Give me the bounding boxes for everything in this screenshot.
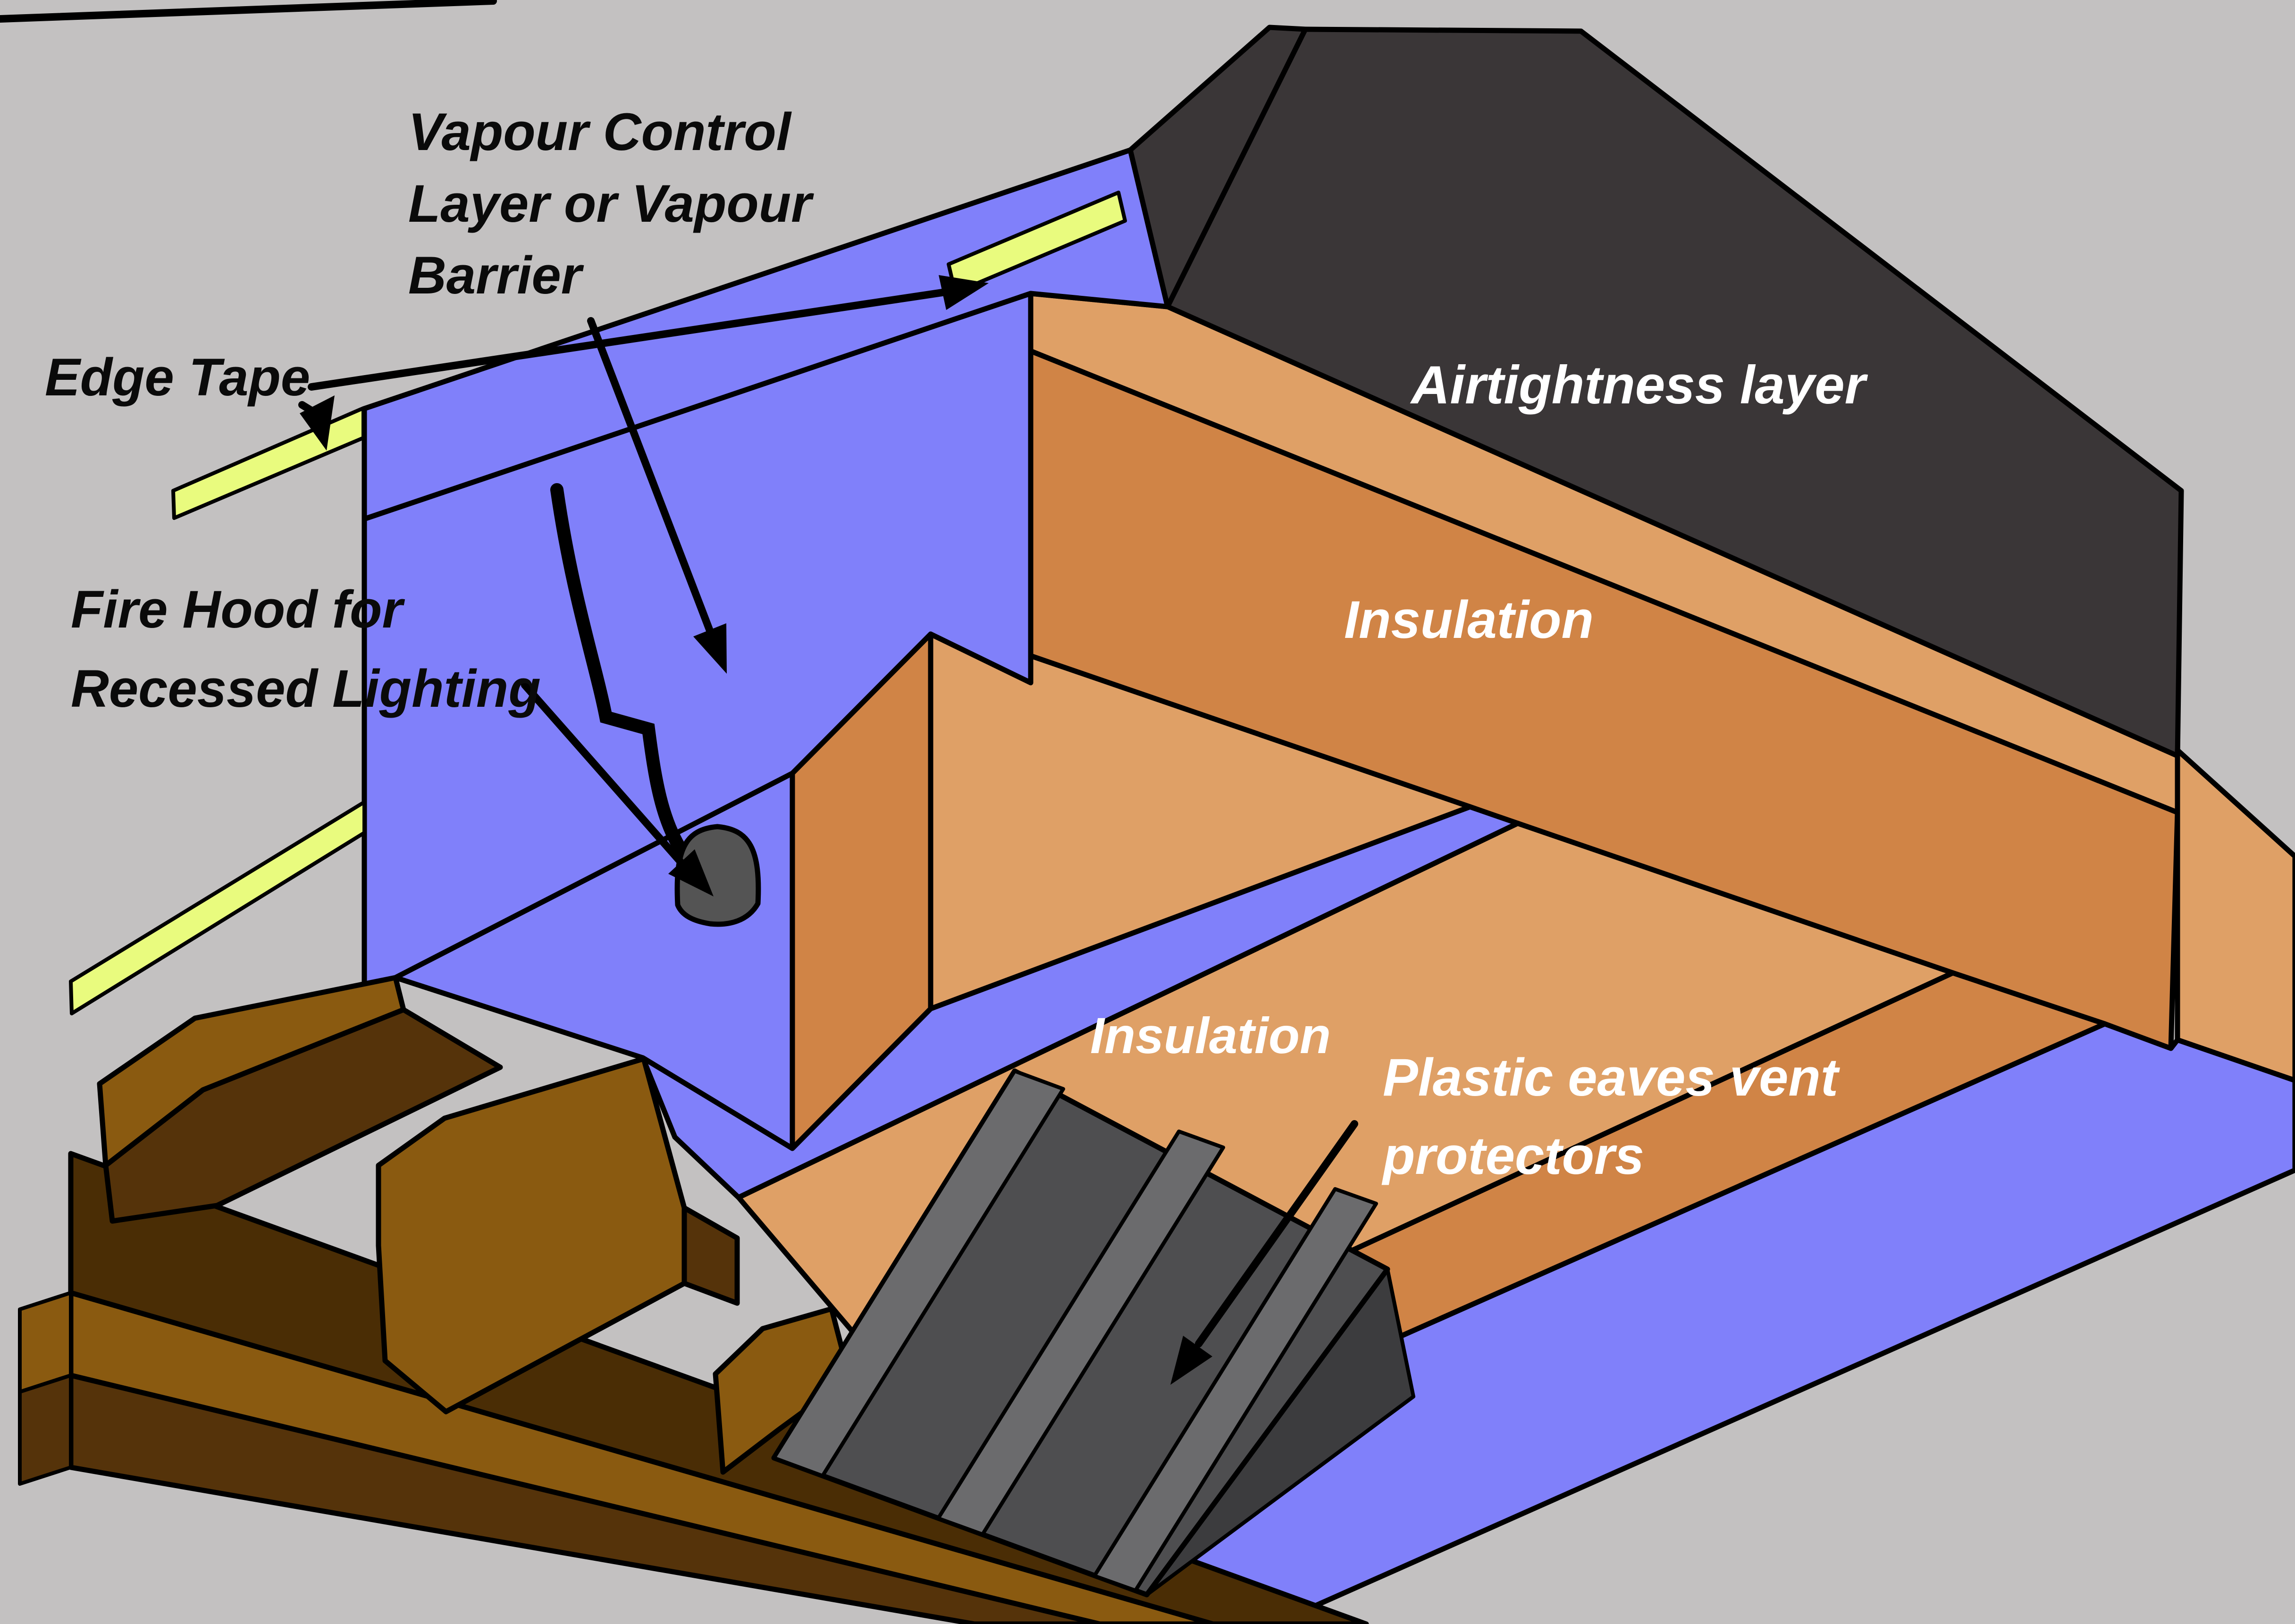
leader-eaves-vent <box>1195 1120 1358 1348</box>
arrowhead-edge-tape-short <box>300 395 335 451</box>
wall-plate-end-front <box>18 1373 73 1486</box>
fire-hood-dome <box>674 824 761 927</box>
insulation-upper-label: Insulation <box>1344 590 1594 649</box>
vent-protector-rib-2 <box>936 1130 1225 1536</box>
leader-vapour-control <box>587 317 716 642</box>
edge-tape-strip-lower <box>69 800 366 1015</box>
insulation-right-edge <box>2175 747 2295 1083</box>
arrowhead-vapour-control <box>693 623 727 674</box>
leader-edge-tape-long <box>308 288 952 391</box>
leader-fire-hood <box>521 681 689 871</box>
fire-hood-label: Fire Hood for Recessed Lighting <box>71 580 541 718</box>
arrowhead-fire-hood <box>668 849 714 896</box>
lighting-cable <box>550 483 689 859</box>
vapour-barrier-joist-strip <box>640 804 1521 1200</box>
edge-tape-label: Edge Tape <box>45 348 310 407</box>
airtightness-layer-panel <box>1165 26 2184 759</box>
insulation-lower-label: Insulation <box>1090 1007 1331 1064</box>
arrowhead-eaves-vent <box>1170 1336 1212 1385</box>
vapour-barrier-top-band <box>361 147 1170 522</box>
vent-protector-rib-1 <box>772 1069 1065 1478</box>
arrowhead-edge-tape-long <box>939 275 989 310</box>
vapour-control-label: Vapour Control Layer or Vapour Barrier <box>408 102 826 305</box>
insulation-bay-slab <box>928 631 1473 1012</box>
eaves-vent-label: Plastic eaves vent protectors <box>1381 1048 1853 1185</box>
ceiling-joist-2-dark <box>681 1205 740 1306</box>
ceiling-joist-1-dark <box>103 1007 503 1224</box>
airtightness-label: Airtightness layer <box>1410 355 1868 415</box>
roof-underside-line <box>0 0 497 23</box>
vent-protector-rib-3 <box>1093 1187 1378 1592</box>
